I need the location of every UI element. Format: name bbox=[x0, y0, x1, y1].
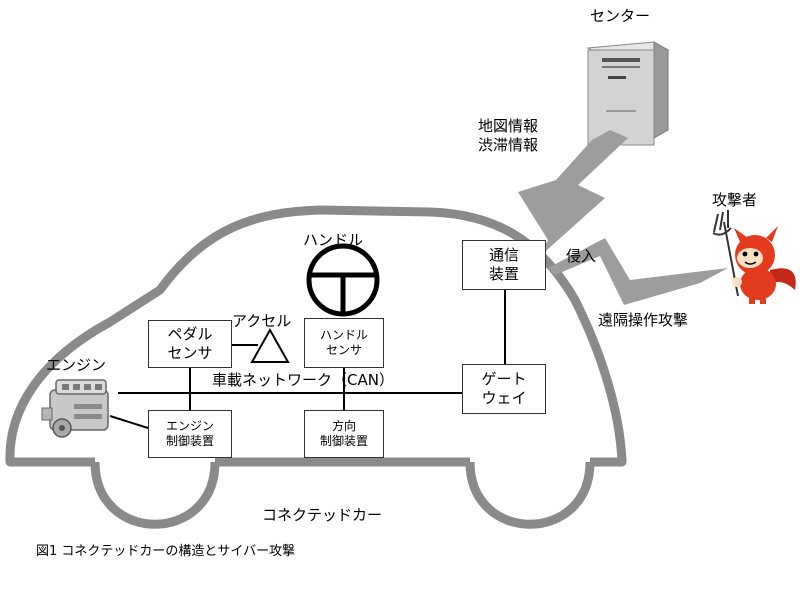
attacker-label: 攻撃者 bbox=[712, 191, 758, 209]
direction-control-line-2: 制御装置 bbox=[319, 434, 368, 448]
accelerator-pedal-icon bbox=[250, 327, 290, 363]
accel-label: アクセル bbox=[232, 312, 292, 330]
steering-wheel-icon bbox=[306, 243, 380, 317]
devil-attacker-icon bbox=[712, 210, 796, 304]
engine-to-ctrl-line bbox=[109, 415, 149, 429]
gateway-line-1: ゲート bbox=[481, 370, 527, 389]
figure-caption: 図1 コネクテッドカーの構造とサイバー攻撃 bbox=[36, 544, 296, 559]
handle-sensor-box: ハンドル センサ bbox=[304, 318, 384, 368]
pedal-sensor-line-1: ペダル bbox=[167, 325, 213, 344]
car-body-outline bbox=[5, 205, 627, 467]
direction-control-line-1: 方向 bbox=[331, 419, 356, 433]
intrusion-label: 侵入 bbox=[566, 247, 597, 265]
server-icon bbox=[586, 41, 670, 146]
front-wheel-arch bbox=[90, 461, 220, 529]
comm-unit-line-1: 通信 bbox=[488, 246, 519, 265]
traffic-info-label: 渋滞情報 bbox=[478, 136, 539, 154]
handle-label: ハンドル bbox=[303, 231, 364, 249]
map-info-label: 地図情報 bbox=[478, 117, 539, 135]
connected-car-label: コネクテッドカー bbox=[262, 506, 383, 524]
engine-control-line-2: 制御装置 bbox=[165, 434, 214, 448]
pedal-sensor-line-2: センサ bbox=[167, 344, 213, 362]
attack-lightning-bolt bbox=[548, 238, 728, 305]
handle-sensor-line-2: センサ bbox=[325, 343, 362, 357]
engine-control-box: エンジン 制御装置 bbox=[148, 410, 232, 458]
center-label: センター bbox=[590, 7, 651, 25]
gateway-line-2: ウェイ bbox=[481, 389, 527, 407]
direction-control-box: 方向 制御装置 bbox=[304, 410, 384, 458]
center-lightning-bolt bbox=[518, 130, 628, 258]
rear-wheel-arch bbox=[465, 461, 595, 529]
handle-sensor-line-1: ハンドル bbox=[319, 328, 368, 342]
gateway-box: ゲート ウェイ bbox=[462, 364, 546, 414]
pedal-sensor-box: ペダル センサ bbox=[148, 320, 232, 368]
engine-control-line-1: エンジン bbox=[165, 419, 214, 433]
comm-unit-line-2: 装置 bbox=[488, 265, 519, 283]
engine-icon bbox=[41, 379, 109, 438]
can-network-label: 車載ネットワーク（CAN） bbox=[212, 371, 394, 389]
engine-label: エンジン bbox=[46, 356, 107, 374]
remote-attack-label: 遠隔操作攻撃 bbox=[598, 311, 689, 329]
comm-unit-box: 通信 装置 bbox=[462, 240, 546, 290]
